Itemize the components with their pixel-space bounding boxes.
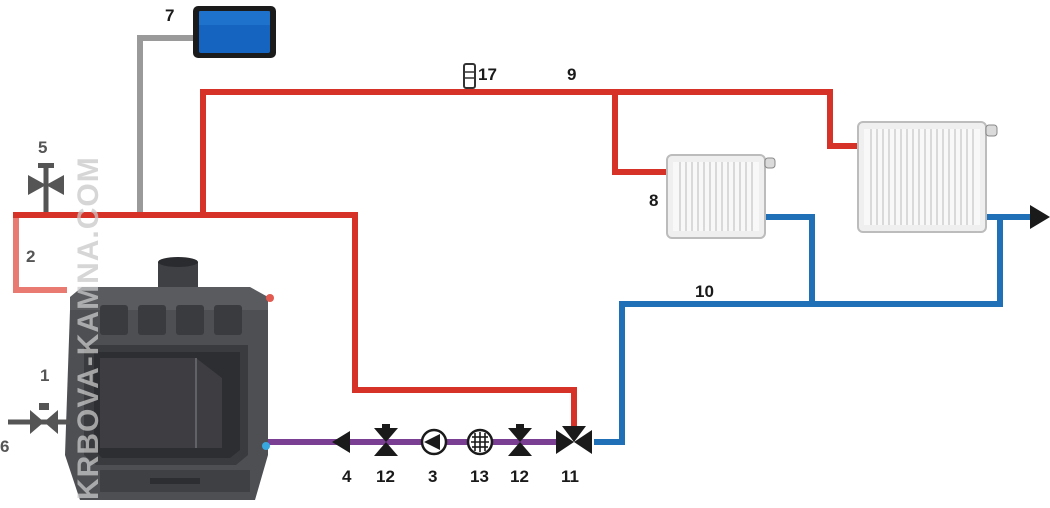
label-17: 17 (478, 65, 497, 84)
ball-valve-icon (28, 163, 64, 212)
outlet-arrow-icon (1030, 205, 1050, 229)
control-cable (137, 35, 196, 215)
ball-valve-icon (374, 424, 398, 456)
label-4: 4 (342, 467, 352, 486)
controller-icon (193, 6, 276, 58)
label-2: 2 (26, 247, 35, 266)
watermark: KRBOVA-KAMNA.COM (72, 156, 105, 500)
label-6: 6 (0, 437, 9, 456)
label-13: 13 (470, 467, 489, 486)
label-12a: 12 (376, 467, 395, 486)
label-7: 7 (165, 6, 174, 25)
safety-loop (13, 215, 67, 293)
radiator-large (857, 121, 998, 233)
ball-valve-icon (8, 403, 70, 434)
label-8: 8 (649, 191, 658, 210)
ball-valve-icon (508, 424, 532, 456)
supply-pipe (13, 89, 858, 427)
three-way-valve-icon (556, 426, 592, 454)
label-1: 1 (40, 366, 49, 385)
fireplace-insert (65, 257, 274, 500)
air-vent-icon (463, 63, 476, 89)
pump-icon (420, 428, 448, 456)
filter-icon (466, 428, 494, 456)
label-5: 5 (38, 138, 47, 157)
label-9: 9 (567, 65, 576, 84)
label-11: 11 (561, 467, 579, 486)
return-pipe (594, 214, 1032, 445)
check-valve-icon (332, 431, 350, 453)
label-10: 10 (695, 282, 714, 301)
label-3: 3 (428, 467, 437, 486)
label-12b: 12 (510, 467, 529, 486)
radiator-small (666, 154, 776, 239)
